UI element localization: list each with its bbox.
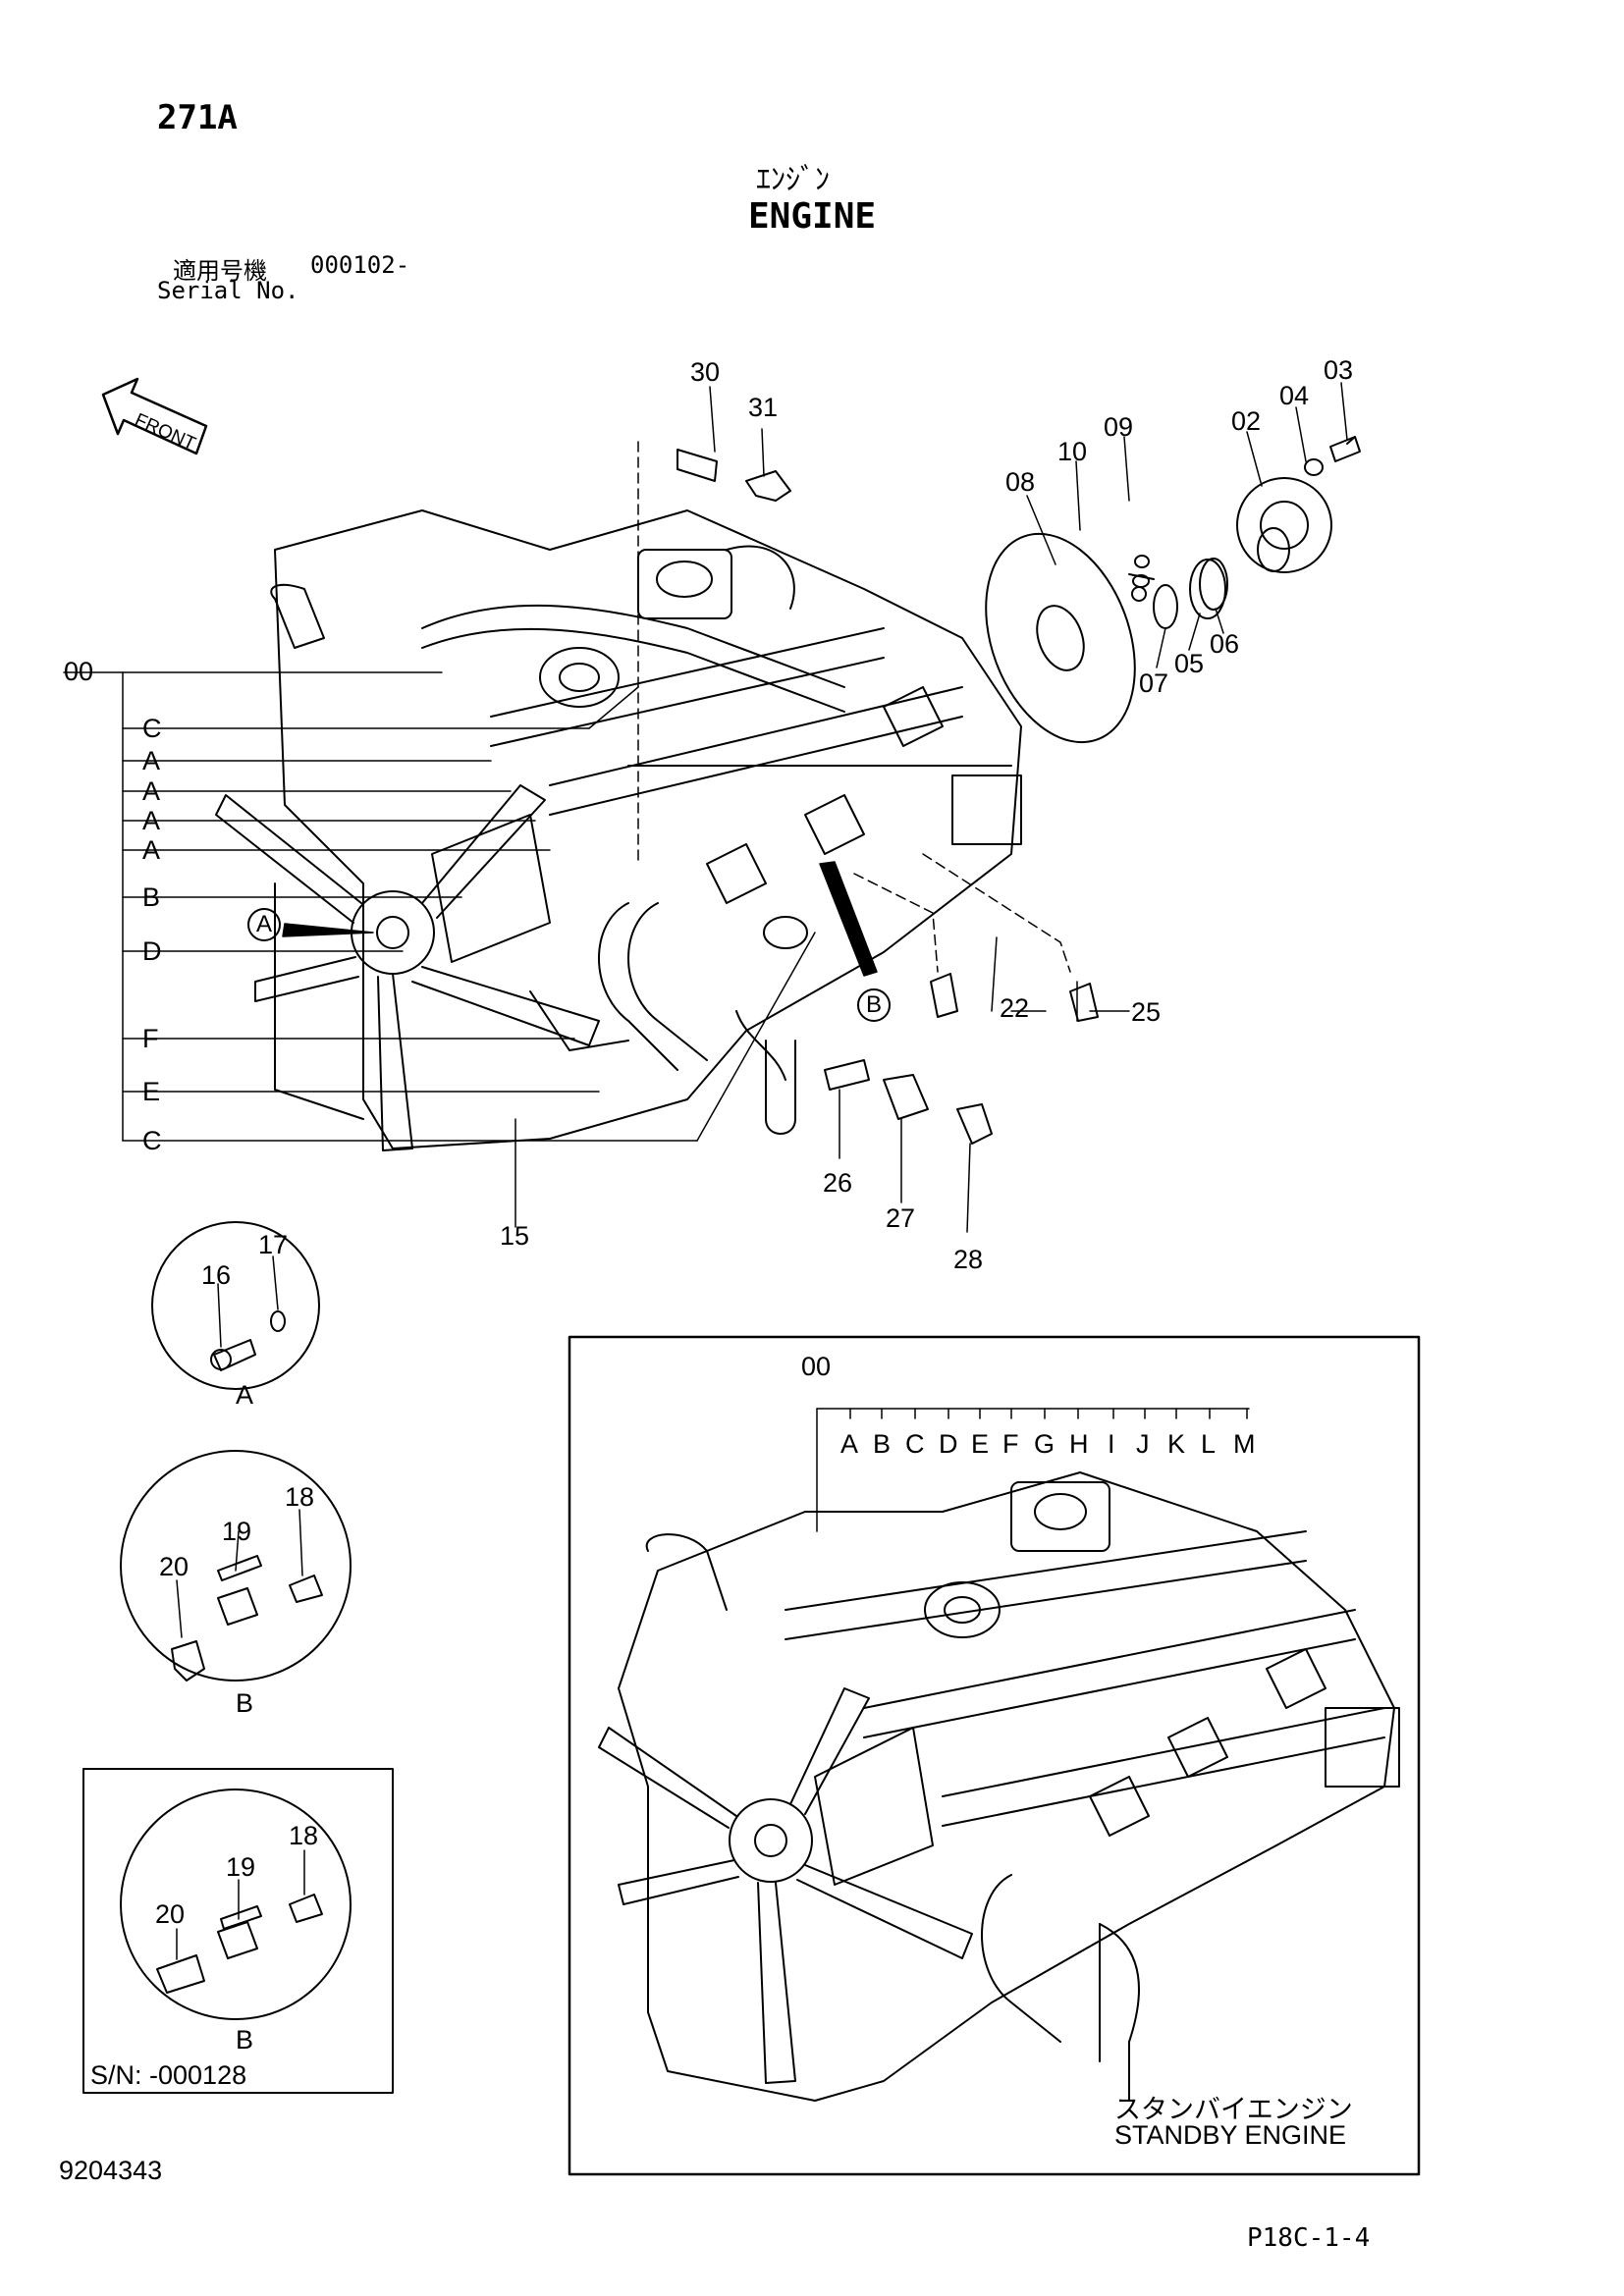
- standby-letter-f: F: [1002, 1429, 1019, 1459]
- callout-27: 27: [886, 1203, 916, 1233]
- standby-letter-m: M: [1233, 1429, 1256, 1459]
- callout-09: 09: [1104, 412, 1134, 442]
- callout-26: 26: [823, 1168, 853, 1198]
- standby-letter-a: A: [840, 1429, 859, 1459]
- serial-label-japanese: 適用号機: [173, 257, 267, 285]
- callout-30: 30: [690, 357, 721, 387]
- callout-22: 22: [1000, 993, 1030, 1023]
- detail-b: [120, 1450, 352, 1682]
- callout-31: 31: [748, 393, 779, 422]
- group-letter-c-top: C: [142, 714, 162, 743]
- serial-label-english: Serial No.: [157, 277, 299, 304]
- group-letter-a-2: A: [142, 776, 161, 806]
- doc-number: 9204343: [59, 2156, 163, 2185]
- main-engine-illustration: [215, 509, 1022, 1151]
- standby-group-callout-00: 00: [801, 1352, 832, 1381]
- group-letter-a-4: A: [142, 835, 161, 865]
- group-letter-d: D: [142, 936, 162, 966]
- group-letter-a-3: A: [142, 806, 161, 835]
- callout-05: 05: [1174, 649, 1205, 678]
- title-english: ENGINE: [748, 196, 877, 237]
- detail-a: [151, 1221, 320, 1390]
- callout-07: 07: [1139, 668, 1169, 698]
- detail-b-callout-20: 20: [159, 1552, 189, 1581]
- standby-letter-h: H: [1069, 1429, 1089, 1459]
- detail-a-label: A: [236, 1380, 254, 1410]
- group-letter-b: B: [142, 882, 161, 912]
- detail-b-old-box: [82, 1768, 394, 2094]
- detail-a-callout-16: 16: [201, 1260, 232, 1290]
- front-arrow-icon: FRONT: [101, 377, 208, 454]
- serial-range: 000102-: [310, 251, 410, 279]
- detail-b-old-callout-20: 20: [155, 1899, 186, 1929]
- callout-02: 02: [1231, 406, 1262, 436]
- leader-lines: [63, 382, 1348, 1233]
- standby-letter-b: B: [873, 1429, 892, 1459]
- detail-a-callout-17: 17: [258, 1230, 289, 1259]
- detail-b-old-callout-18: 18: [289, 1821, 319, 1850]
- group-callout-00: 00: [64, 657, 94, 686]
- group-letter-e: E: [142, 1077, 161, 1106]
- standby-letter-j: J: [1136, 1429, 1150, 1459]
- callout-28: 28: [953, 1245, 984, 1274]
- callout-08: 08: [1005, 467, 1036, 497]
- detail-b-old-label: B: [236, 2025, 254, 2055]
- front-label: FRONT: [132, 409, 199, 454]
- callout-04: 04: [1279, 381, 1310, 410]
- standby-letter-e: E: [971, 1429, 990, 1459]
- callout-10: 10: [1057, 437, 1088, 466]
- serial-note: S/N: -000128: [90, 2060, 247, 2090]
- standby-letter-l: L: [1201, 1429, 1217, 1459]
- callout-03: 03: [1324, 355, 1354, 385]
- standby-title-english: STANDBY ENGINE: [1114, 2120, 1347, 2150]
- standby-letter-i: I: [1108, 1429, 1115, 1459]
- standby-letter-d: D: [939, 1429, 958, 1459]
- title-japanese: ｴﾝｼﾞﾝ: [756, 163, 830, 197]
- callout-25: 25: [1131, 997, 1162, 1027]
- detail-b-callout-18: 18: [285, 1482, 315, 1512]
- callout-06: 06: [1210, 629, 1240, 659]
- detail-b-label: B: [236, 1688, 254, 1718]
- flywheel-assembly: [985, 436, 1361, 744]
- standby-letter-c: C: [905, 1429, 925, 1459]
- standby-title-japanese: スタンバイエンジン: [1114, 2095, 1353, 2124]
- callout-15: 15: [500, 1221, 530, 1251]
- detail-marker-b: B: [857, 988, 891, 1022]
- detail-b-callout-19: 19: [222, 1517, 252, 1546]
- detail-marker-a: A: [247, 908, 281, 941]
- page-code: 271A: [157, 98, 238, 137]
- standby-letter-k: K: [1167, 1429, 1186, 1459]
- group-letter-a-1: A: [142, 746, 161, 775]
- group-letter-c-bottom: C: [142, 1126, 162, 1155]
- standby-engine-box: [568, 1335, 1421, 2176]
- fittings: [677, 449, 1099, 1145]
- detail-b-old-callout-19: 19: [226, 1852, 256, 1882]
- group-letter-f: F: [142, 1024, 159, 1053]
- standby-letter-g: G: [1034, 1429, 1056, 1459]
- page-reference: P18C-1-4: [1247, 2223, 1371, 2253]
